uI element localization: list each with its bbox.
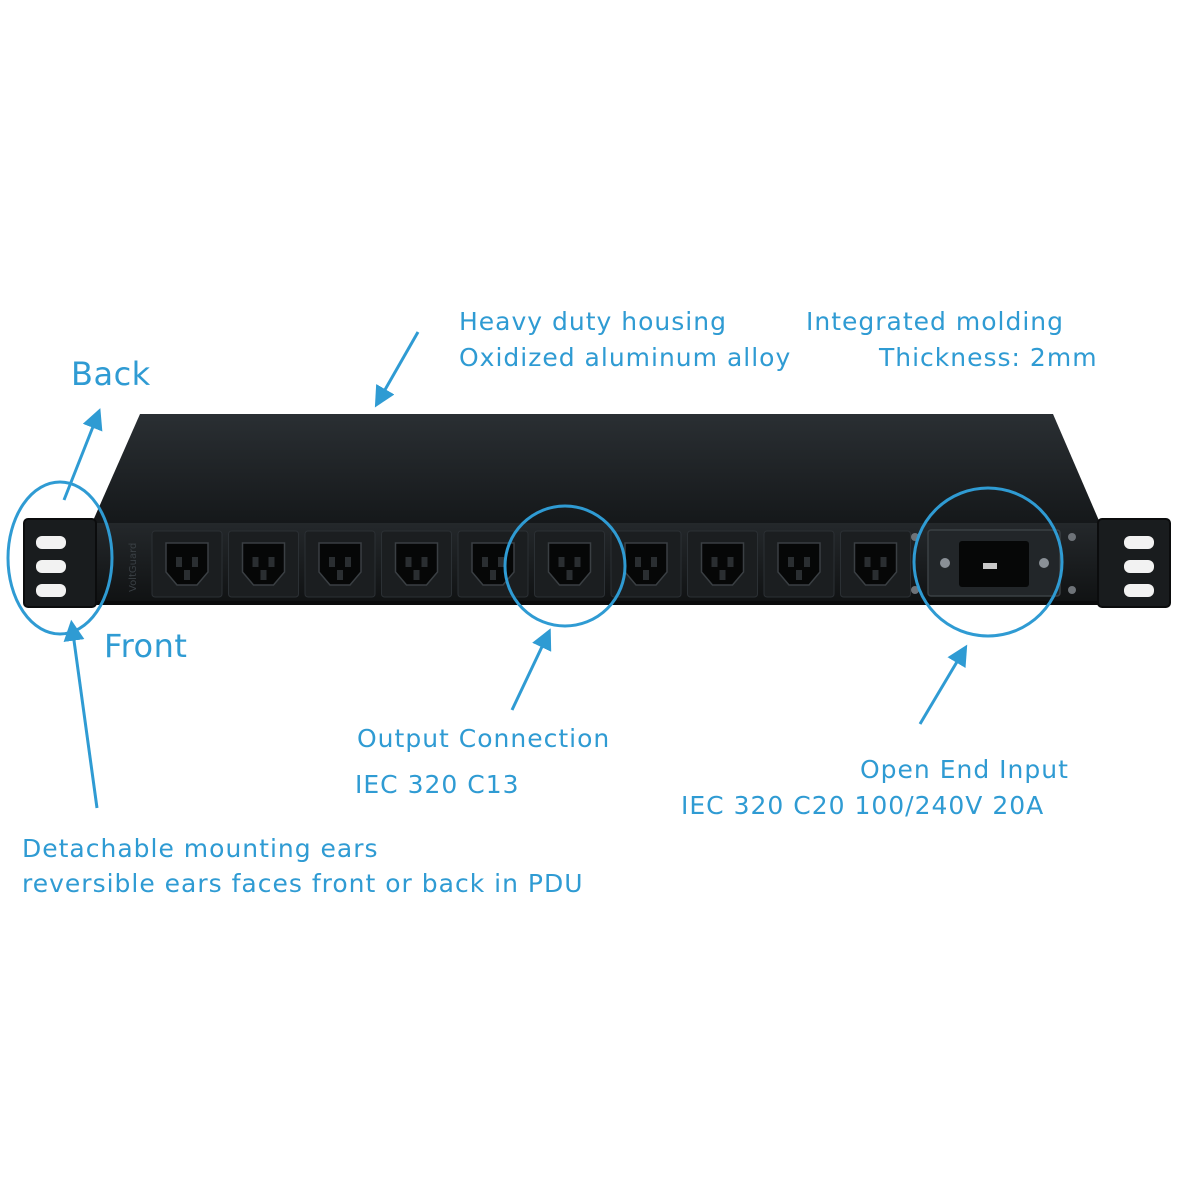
- front-label: Front: [104, 627, 188, 665]
- ears-label-line2: reversible ears faces front or back in P…: [22, 869, 584, 898]
- molding-label-line2: Thickness: 2mm: [879, 343, 1098, 372]
- molding-label-line1: Integrated molding: [806, 307, 1064, 336]
- c13-outlet: [840, 530, 911, 598]
- housing-label-line1: Heavy duty housing: [459, 307, 727, 336]
- input-label-line1: Open End Input: [860, 755, 1069, 784]
- back-arrow: [62, 408, 103, 501]
- left-mounting-ear: [23, 518, 97, 608]
- input-arrow: [918, 644, 968, 725]
- c13-outlet: [763, 530, 835, 598]
- c13-outlet: [534, 530, 605, 598]
- c20-input-module: [911, 529, 1076, 597]
- input-label-line2: IEC 320 C20 100/240V 20A: [681, 791, 1045, 820]
- input-callout-circle: [912, 486, 1064, 638]
- back-label: Back: [71, 355, 151, 393]
- side-brand-text: VoltGuard: [128, 543, 139, 592]
- output-label-line2: IEC 320 C13: [355, 770, 520, 799]
- pdu-top-housing: [92, 414, 1100, 523]
- housing-arrow: [374, 331, 420, 408]
- c13-outlet: [687, 530, 758, 598]
- c13-outlet: [457, 530, 529, 598]
- c13-outlet: [151, 530, 223, 598]
- outlet-callout-circle: [503, 504, 627, 628]
- output-arrow: [510, 628, 552, 711]
- right-mounting-ear: [1097, 518, 1171, 608]
- ear-callout-circle: [6, 480, 114, 636]
- ears-label-line1: Detachable mounting ears: [22, 834, 379, 863]
- outlet-row: [151, 530, 911, 598]
- output-label-line1: Output Connection: [357, 724, 611, 753]
- front-arrow: [63, 619, 99, 809]
- housing-label-line2: Oxidized aluminum alloy: [459, 343, 792, 372]
- c13-outlet: [304, 530, 376, 598]
- c13-outlet: [381, 530, 452, 598]
- c13-outlet: [228, 530, 299, 598]
- c13-outlet: [610, 530, 682, 598]
